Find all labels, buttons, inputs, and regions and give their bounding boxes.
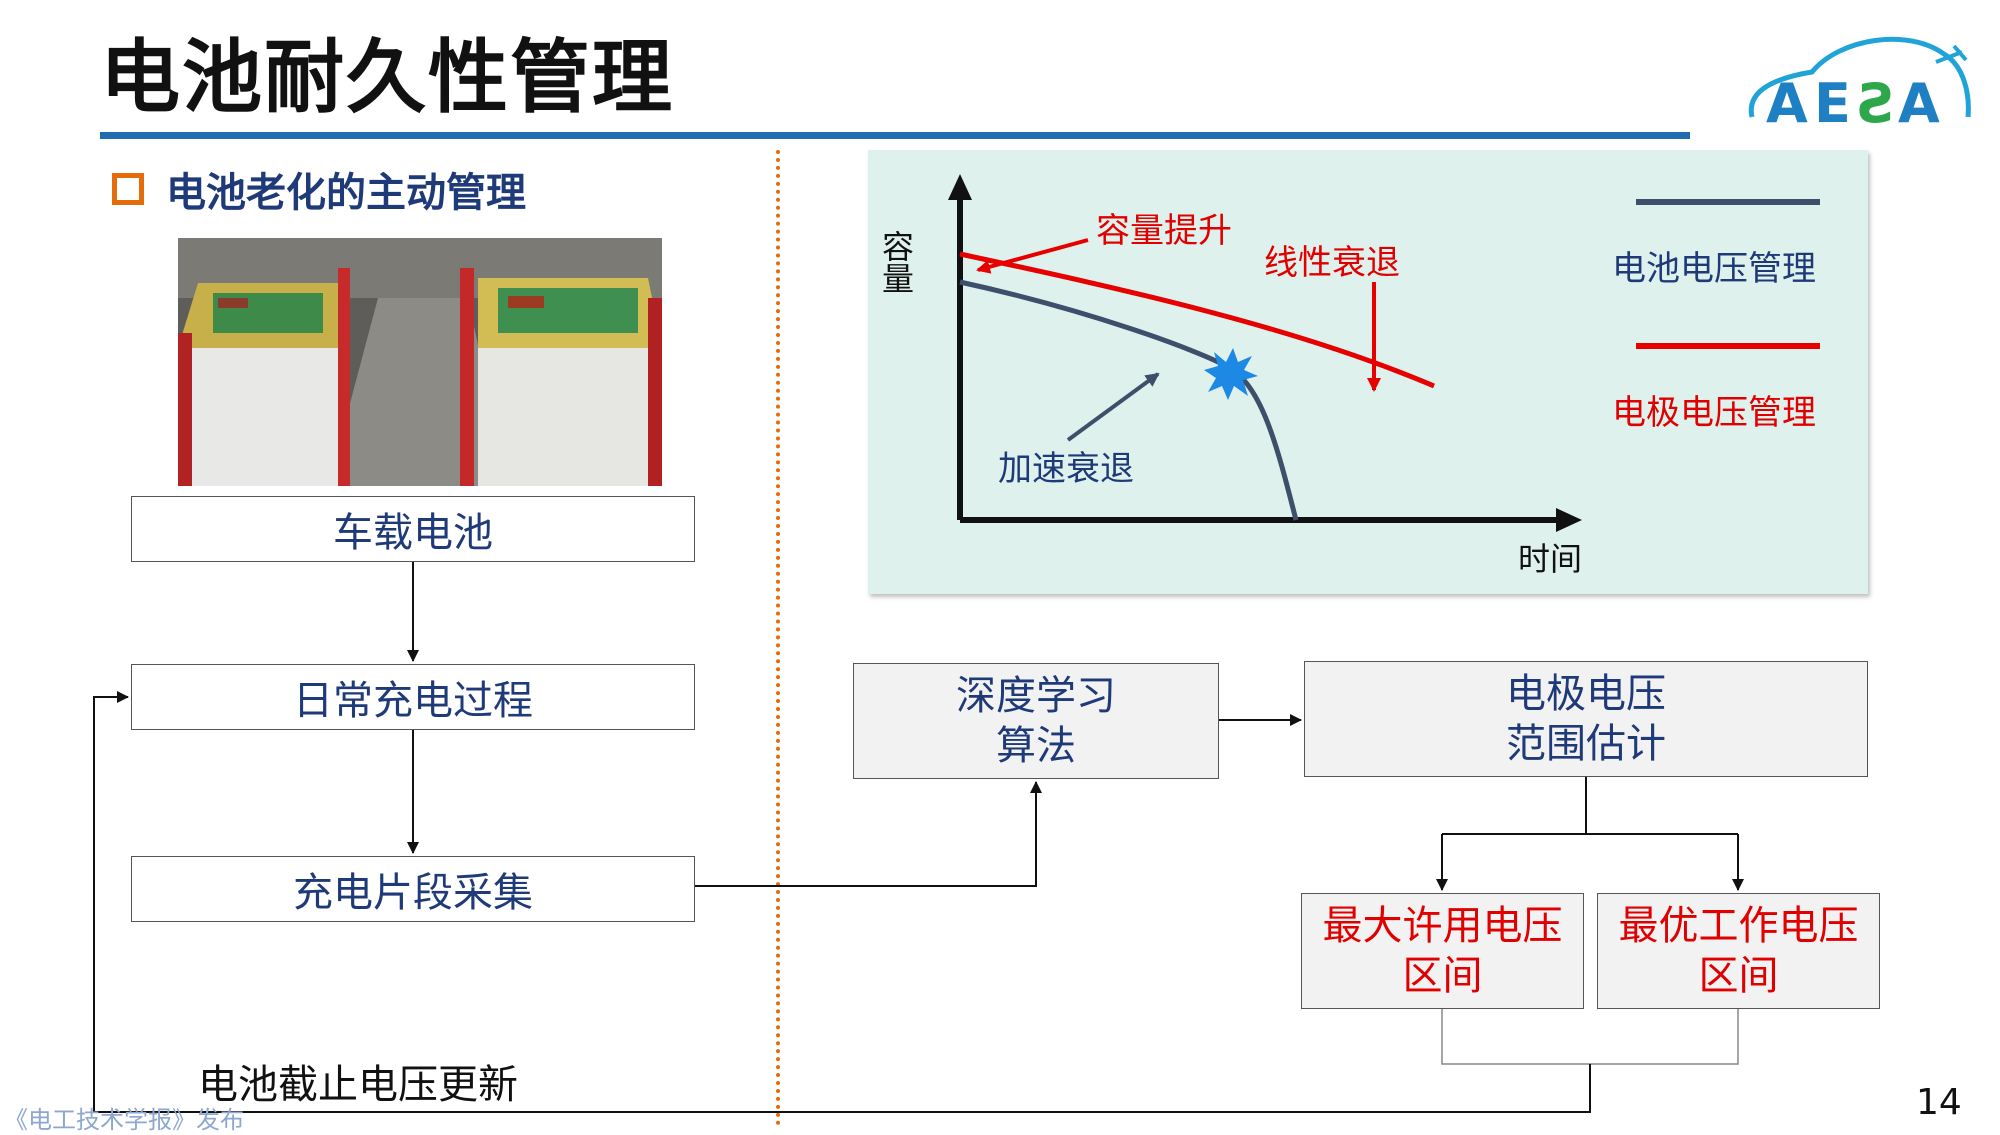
electrode-estimate-box: 电极电压 范围估计 — [1304, 661, 1868, 777]
daily-charging-label: 日常充电过程 — [293, 678, 533, 724]
section-heading: 电池老化的主动管理 — [112, 160, 526, 218]
svg-text:Ƨ: Ƨ — [1858, 72, 1897, 132]
arrow-segment-to-algo — [695, 781, 1042, 887]
svg-text:E: E — [1814, 72, 1851, 132]
max-voltage-label: 最大许用电压 区间 — [1322, 903, 1563, 999]
optimal-voltage-box: 最优工作电压 区间 — [1597, 893, 1880, 1009]
aesa-logo: A E Ƨ A — [1748, 36, 1971, 132]
annotation-accel-decline: 加速衰退 — [998, 449, 1134, 489]
electrode-estimate-label: 电极电压 范围估计 — [1506, 671, 1666, 767]
svg-text:A: A — [1766, 72, 1808, 132]
battery-photo — [178, 238, 662, 486]
annotation-capacity-gain: 容量提升 — [1096, 211, 1232, 251]
title-underline — [100, 132, 1690, 139]
page-number: 14 — [1916, 1082, 1962, 1123]
svg-text:A: A — [1898, 72, 1940, 132]
max-voltage-box: 最大许用电压 区间 — [1301, 893, 1584, 1009]
y-axis-arrow-icon — [948, 174, 972, 200]
onboard-battery-box: 车载电池 — [131, 496, 695, 562]
slide-title: 电池耐久性管理 — [100, 31, 674, 124]
y-axis-label: 容量 — [877, 230, 915, 294]
watermark: 《电工技术学报》发布 — [4, 1106, 244, 1134]
bullet-square-icon — [112, 173, 144, 205]
capacity-gain-arrow — [976, 238, 1089, 274]
x-axis-label: 时间 — [1518, 540, 1582, 578]
section-heading-text: 电池老化的主动管理 — [166, 170, 526, 216]
feedback-loop-arrow — [93, 691, 1591, 1113]
legend-label-battery: 电池电压管理 — [1612, 249, 1816, 289]
merge-bracket — [1441, 1009, 1739, 1065]
capacity-chart: 容量 时间 容量提升 线性衰退 加速衰退 电池电压管理 电极电压管理 — [877, 174, 1820, 578]
burst-icon — [1204, 348, 1258, 400]
legend-label-electrode: 电极电压管理 — [1612, 393, 1816, 433]
charge-segment-label: 充电片段采集 — [293, 870, 533, 916]
dotted-divider — [776, 150, 780, 1126]
annotation-linear-decline: 线性衰退 — [1264, 243, 1400, 283]
onboard-battery-label: 车载电池 — [333, 510, 493, 556]
charge-segment-box: 充电片段采集 — [131, 856, 695, 922]
optimal-voltage-label: 最优工作电压 区间 — [1618, 903, 1859, 999]
feedback-label: 电池截止电压更新 — [198, 1062, 518, 1108]
x-axis-arrow-icon — [1556, 508, 1582, 532]
accel-decline-arrow — [1066, 372, 1160, 442]
daily-charging-box: 日常充电过程 — [131, 664, 695, 730]
deep-learning-box: 深度学习 算法 — [853, 663, 1219, 779]
deep-learning-label: 深度学习 算法 — [956, 673, 1116, 769]
